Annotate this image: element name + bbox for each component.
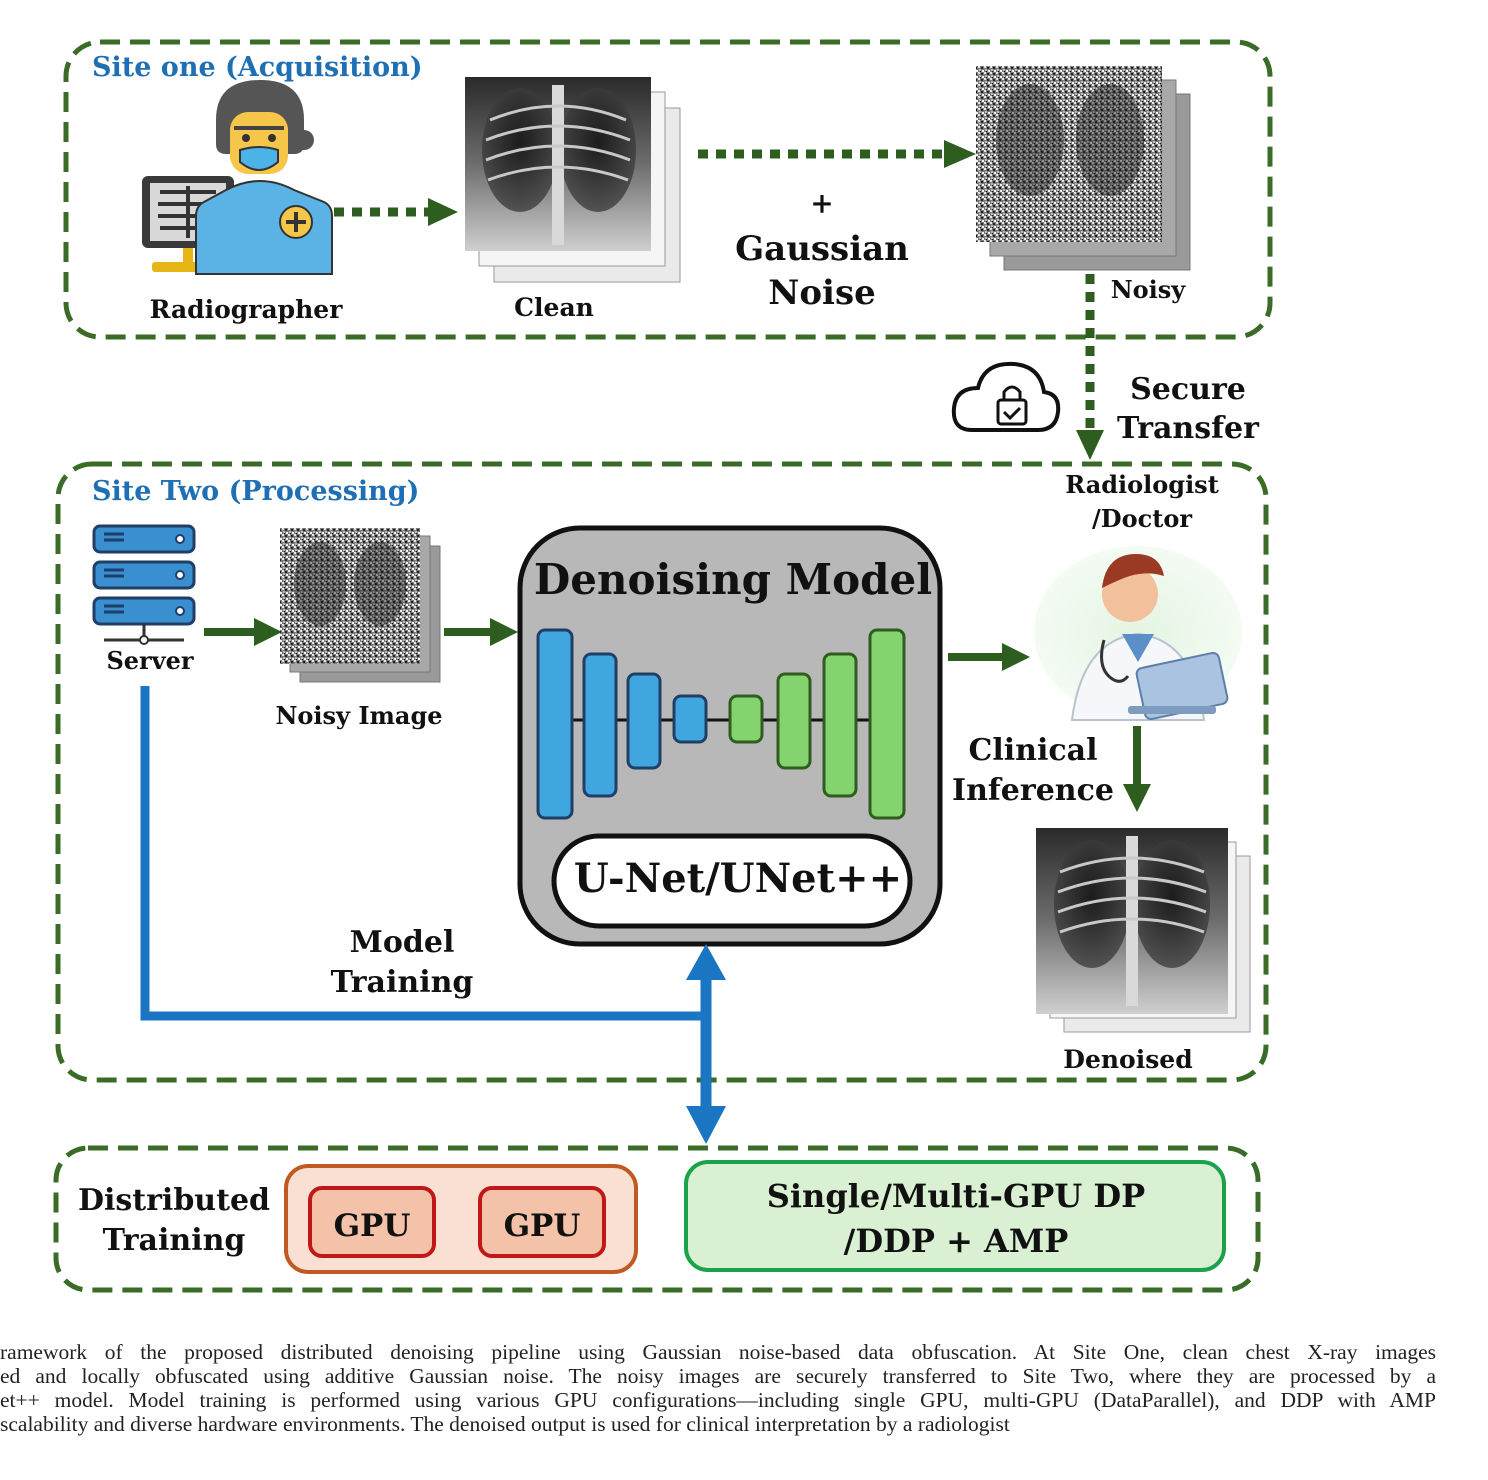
server-label: Server (106, 646, 193, 675)
unet-diagram (536, 628, 906, 820)
decoder-block (822, 652, 858, 798)
clean-label: Clean (514, 293, 594, 322)
figure-caption: ramework of the proposed distributed den… (0, 1340, 1436, 1436)
site-one-title: Site one (Acquisition) (92, 52, 423, 83)
decoder-block (776, 672, 812, 770)
encoder-block (626, 672, 662, 770)
distributed-training-panel: Distributed Training GPU GPU Single/Mult… (53, 1145, 1261, 1293)
caption-line: ramework of the proposed distributed den… (0, 1340, 1436, 1364)
cloud-lock-icon (951, 361, 1061, 432)
arrow-model-to-doctor-head (1002, 643, 1030, 671)
caption-line: ed and locally obfuscated using additive… (0, 1364, 1436, 1388)
transfer-label-line2: Transfer (1117, 411, 1260, 446)
transfer-label-line1: Secure (1130, 372, 1246, 407)
arrow-model-distributed-head-up (686, 944, 726, 980)
noisy-image-label: Noisy Image (275, 701, 442, 730)
noise-label-line1: Gaussian (735, 229, 909, 269)
caption-line: scalability and diverse hardware environ… (0, 1412, 1010, 1436)
model-training-path (140, 686, 706, 1021)
doctor-label-line2: /Doctor (1092, 504, 1192, 533)
gpu-chip (308, 1186, 436, 1258)
decoder-block (868, 628, 906, 820)
gpu-config-line2: /DDP + AMP (844, 1222, 1069, 1260)
gpu-label: GPU (334, 1208, 411, 1244)
denoised-xray-stack (1036, 828, 1251, 1033)
noisy-label: Noisy (1111, 275, 1187, 304)
distributed-label-line2: Training (103, 1223, 246, 1258)
training-label-line1: Model (350, 925, 455, 960)
decoder-block (728, 694, 764, 744)
encoder-block (582, 652, 618, 798)
arrow-image-to-model-head (490, 618, 518, 646)
pipeline-diagram: Site one (Acquisition) Radiographer (53, 39, 1273, 1293)
model-architecture: U-Net/UNet++ (574, 855, 902, 902)
arrow-server-to-image-head (254, 618, 282, 646)
inference-label-line2: Inference (952, 773, 1114, 808)
distributed-label-line1: Distributed (78, 1183, 270, 1218)
denoising-model-box: Denoising Model U-Net/UNet++ (517, 525, 943, 947)
model-title: Denoising Model (534, 555, 932, 604)
arrow-add-noise-head (944, 140, 976, 168)
noise-plus: + (810, 187, 833, 220)
radiographer-label: Radiographer (150, 295, 344, 324)
arrow-capture-head (428, 198, 458, 226)
arrow-doctor-to-denoised-head (1123, 784, 1151, 812)
site-one-border (63, 39, 1273, 340)
server-icon (92, 524, 196, 645)
site-two-panel: Site Two (Processing) Server Noisy Imag (55, 461, 1269, 1083)
radiographer-icon (142, 80, 333, 275)
noisy-xray-stack (976, 66, 1191, 271)
caption-line: et++ model. Model training is performed … (0, 1388, 1436, 1412)
arrow-secure-transfer-head (1076, 430, 1104, 460)
noise-label-line2: Noise (768, 273, 875, 313)
gpu-chip (478, 1186, 606, 1258)
doctor-icon (1034, 546, 1242, 721)
clean-xray-stack (465, 77, 681, 283)
noisy-image-stack (280, 528, 441, 683)
encoder-block (536, 628, 574, 820)
site-two-border (55, 461, 1269, 1083)
site-one-panel: Site one (Acquisition) Radiographer (63, 39, 1273, 340)
architecture-pill (551, 833, 913, 929)
training-label-line2: Training (331, 965, 474, 1000)
gpu-config-box (684, 1160, 1226, 1272)
denoised-label: Denoised (1063, 1045, 1192, 1074)
gpu-label: GPU (504, 1208, 581, 1244)
encoder-block (672, 694, 708, 744)
gpu-config-line1: Single/Multi-GPU DP (767, 1177, 1145, 1215)
arrow-model-distributed-head-down (686, 1106, 726, 1144)
site-two-title: Site Two (Processing) (92, 476, 419, 507)
doctor-label-line1: Radiologist (1065, 470, 1219, 499)
inference-label-line1: Clinical (969, 733, 1098, 768)
